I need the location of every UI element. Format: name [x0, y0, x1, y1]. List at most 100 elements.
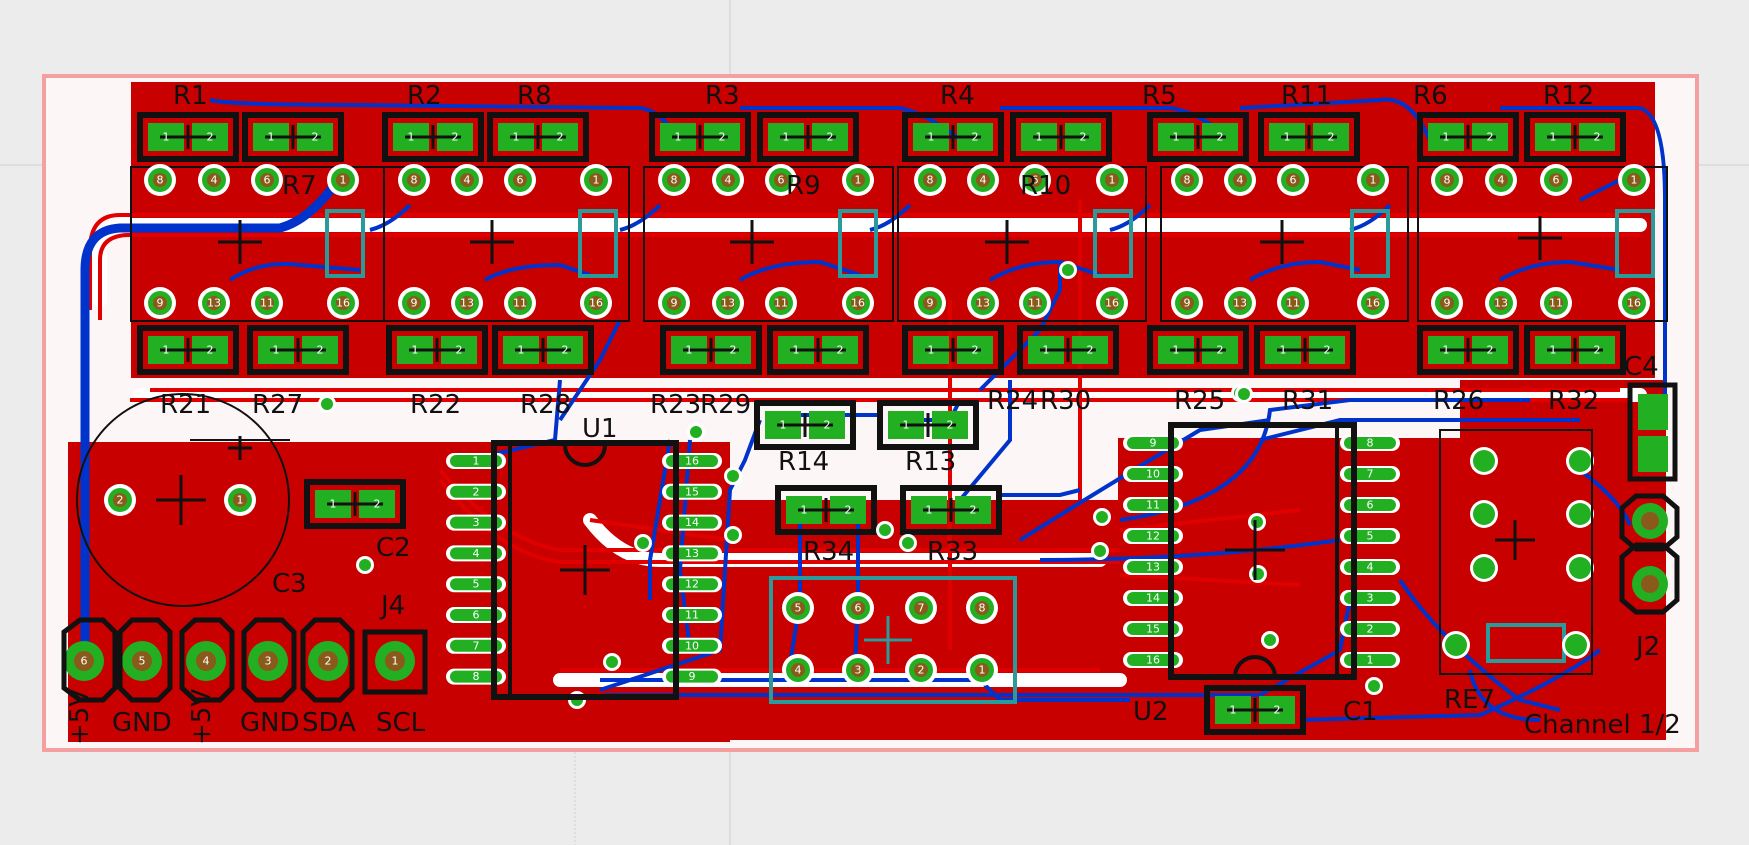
- u1-pin-right-7-number: 9: [689, 670, 696, 683]
- relay-4-pad-bottom-0-number: 9: [927, 297, 934, 310]
- relay-2-pad-top-1-drill: [460, 173, 474, 187]
- label-r12: R12: [1543, 81, 1594, 111]
- u1-pin-left-6-number: 7: [473, 639, 480, 652]
- relay-3-pad-bottom-2-drill: [774, 296, 788, 310]
- label-r1: R1: [173, 81, 208, 111]
- relay-6-pad-top-3-number: 1: [1631, 174, 1638, 187]
- resistor-pad-number: 2: [562, 344, 569, 357]
- resistor-pad-number: 2: [1328, 131, 1335, 144]
- relay-1-pad-top-2-drill: [260, 173, 274, 187]
- via: [690, 426, 702, 438]
- relay-1-pad-bottom-3-number: 16: [336, 297, 350, 310]
- resistor-pad-number: 2: [824, 419, 831, 432]
- resistor-pad-number: 2: [1594, 131, 1601, 144]
- resistor-pad-number: 2: [1274, 704, 1281, 717]
- label-r21: R21: [160, 390, 211, 420]
- label-u2: U2: [1133, 697, 1169, 727]
- label-r2: R2: [407, 81, 442, 111]
- relay-1-pad-top-3-drill: [336, 173, 350, 187]
- relay-1-pad-bottom-0-drill: [153, 296, 167, 310]
- relay-2-pad-bottom-2-number: 11: [513, 297, 527, 310]
- label-j4: J4: [379, 591, 405, 621]
- c3-pad-negative-drill: [113, 493, 127, 507]
- resistor-pad-number: 1: [412, 344, 419, 357]
- relay-6-pad-top-1-number: 4: [1498, 174, 1505, 187]
- relay-3-pad-bottom-2-number: 11: [774, 297, 788, 310]
- u1-pin-left-6: [450, 639, 502, 652]
- label-r27: R27: [252, 390, 303, 420]
- resistor-pad-number: 1: [273, 344, 280, 357]
- resistor-pad-number: 2: [1217, 131, 1224, 144]
- resistor-pad-number: 1: [686, 344, 693, 357]
- resistor-pad-number: 2: [837, 344, 844, 357]
- label-r5: R5: [1142, 81, 1177, 111]
- connector-label-2: +5V: [187, 689, 217, 745]
- resistor-pad-number: 1: [1280, 344, 1287, 357]
- connector-label-5: SCL: [376, 708, 426, 738]
- relay-4-pad-top-1-number: 4: [980, 174, 987, 187]
- relay-5-pad-top-0-number: 8: [1184, 174, 1191, 187]
- resistor-pad-number: 2: [1487, 344, 1494, 357]
- label-r9: R9: [786, 171, 821, 201]
- resistor-pad-number: 1: [1230, 704, 1237, 717]
- u2-pin-right-2-number: 6: [1367, 499, 1374, 512]
- via: [1251, 516, 1263, 528]
- resistor-pad-number: 1: [1550, 131, 1557, 144]
- relay-4-pad-bottom-3-drill: [1105, 296, 1119, 310]
- resistor-pad-number: 2: [1087, 344, 1094, 357]
- label-r26: R26: [1433, 386, 1484, 416]
- u1-pin-left-7-number: 8: [473, 670, 480, 683]
- connector-label-3: GND: [240, 708, 300, 738]
- u2-pin-left-7-number: 16: [1146, 654, 1160, 667]
- connector-label-1: GND: [112, 708, 172, 738]
- resistor-pad-number: 2: [947, 419, 954, 432]
- relay-3-pad-top-3-drill: [851, 173, 865, 187]
- relay-5-pad-bottom-0-number: 9: [1184, 297, 1191, 310]
- resistor-pad-number: 2: [1594, 344, 1601, 357]
- relay-5-pad-top-2-number: 6: [1290, 174, 1297, 187]
- relay-5-pad-bottom-0-drill: [1180, 296, 1194, 310]
- driver-pad-top-3-number: 8: [979, 602, 986, 615]
- driver-pad-top-1-number: 6: [855, 602, 862, 615]
- j4-pin-number: 3: [265, 655, 272, 668]
- u1-pin-left-1: [450, 485, 502, 498]
- u1-notch: [563, 444, 607, 467]
- driver-pad-bottom-0-number: 4: [795, 664, 802, 677]
- relay-6-pad-top-2-number: 6: [1553, 174, 1560, 187]
- label-c4: C4: [1624, 352, 1659, 382]
- resistor-pad-number: 2: [972, 344, 979, 357]
- relay-5-pad-bottom-2-drill: [1286, 296, 1300, 310]
- u2-pin-right-5-number: 3: [1367, 592, 1374, 605]
- relay-5-pad-top-3-number: 1: [1370, 174, 1377, 187]
- resistor-pad-number: 1: [518, 344, 525, 357]
- via: [1238, 388, 1250, 400]
- re7-pad: [1473, 503, 1495, 525]
- relay-1-pad-top-0-drill: [153, 173, 167, 187]
- relay-5-pad-bottom-3-number: 16: [1366, 297, 1380, 310]
- u1-pin-right-4-number: 12: [685, 578, 699, 591]
- relay-2-pad-top-1-number: 4: [464, 174, 471, 187]
- driver-pad-bottom-0-drill: [791, 663, 805, 677]
- label-r13: R13: [905, 447, 956, 477]
- resistor-pad-number: 2: [1080, 131, 1087, 144]
- re7-pad: [1473, 450, 1495, 472]
- relay-6-pad-bottom-2-drill: [1549, 296, 1563, 310]
- label-r7: R7: [282, 171, 317, 201]
- c3-pad-negative-number: 2: [117, 494, 124, 507]
- j4-pin-drill: [318, 651, 338, 671]
- relay-6-pad-top-3-drill: [1627, 173, 1641, 187]
- resistor-pad-number: 1: [928, 131, 935, 144]
- relay-4-pad-top-0-number: 8: [927, 174, 934, 187]
- relay-pads: 8941361111689413611116894136111168941361…: [144, 164, 1650, 319]
- re7-outline: [1439, 429, 1593, 675]
